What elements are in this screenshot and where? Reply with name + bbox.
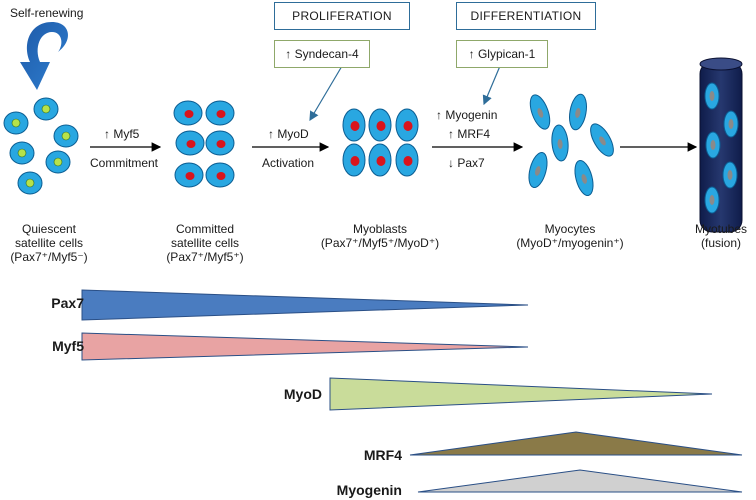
stage-subtitle: satellite cells: [14, 236, 84, 250]
stage-quiescent-caption: Quiescent satellite cells (Pax7⁺/Myf5⁻): [0, 222, 102, 264]
myotube: [699, 57, 743, 233]
stage-markers: (Pax7⁺/Myf5⁺): [166, 250, 244, 264]
myotube-nucleus: [723, 110, 739, 138]
mrf4-label: MRF4: [363, 447, 402, 463]
myocyte-cell: [590, 123, 614, 157]
mrf4-up-label: ↑ MRF4: [448, 127, 490, 141]
quiescent-cell: [17, 171, 43, 195]
stage-myoblasts-caption: Myoblasts (Pax7⁺/Myf5⁺/MyoD⁺): [310, 222, 450, 250]
quiescent-cell: [3, 111, 29, 135]
pax7-gradient-shape: [81, 289, 529, 321]
committed-cell: [175, 130, 205, 156]
myod-label: MyoD: [283, 386, 322, 402]
stage-myotubes-caption: Myotubes (fusion): [688, 222, 754, 250]
myocyte-cell: [551, 124, 569, 162]
activation-label: Activation: [262, 156, 315, 170]
commitment-label: Commitment: [90, 156, 159, 170]
myogenin-up-label: ↑ Myogenin: [436, 108, 498, 122]
myod-gradient-shape: [329, 377, 713, 411]
quiescent-cell: [45, 150, 71, 174]
myoblast-cell: [368, 143, 392, 177]
self-renewing-arrow-icon: [20, 22, 69, 90]
myotube-nucleus: [705, 131, 721, 159]
myf5-label: Myf5: [52, 338, 84, 354]
myotube-nucleus: [704, 82, 720, 110]
stage-myocytes-caption: Myocytes (MyoD⁺/myogenin⁺): [500, 222, 640, 250]
self-renewing-label: Self-renewing: [10, 6, 84, 20]
committed-cell: [205, 130, 235, 156]
myocyte-cell: [569, 93, 587, 131]
mrf4-gradient-shape: [409, 431, 743, 456]
myocyte-cells: [528, 93, 614, 197]
myf5-gradient-shape: [81, 332, 529, 361]
myotube-nucleus: [722, 161, 738, 189]
myf5-up-label: ↑ Myf5: [104, 127, 140, 141]
syndecan-pointer-arrow: [309, 65, 343, 122]
myocyte-cell: [529, 94, 551, 130]
myoblast-cell: [342, 143, 366, 177]
proliferation-box: PROLIFERATION: [274, 2, 410, 30]
stage-title: Myoblasts: [352, 222, 408, 236]
myoblast-cell: [368, 108, 392, 142]
differentiation-box: DIFFERENTIATION: [456, 2, 596, 30]
glypican-box: ↑ Glypican-1: [456, 40, 548, 68]
myoblast-cell: [395, 143, 419, 177]
stage-markers: (MyoD⁺/myogenin⁺): [516, 236, 624, 250]
myogenin-gradient-shape: [417, 469, 743, 493]
stage-committed-caption: Committed satellite cells (Pax7⁺/Myf5⁺): [150, 222, 260, 264]
stage-markers: (Pax7⁺/Myf5⁺/MyoD⁺): [320, 236, 440, 250]
pax7-down-label: ↓ Pax7: [448, 156, 485, 170]
myocyte-cell: [528, 151, 548, 189]
glypican-pointer-arrow: [482, 65, 501, 106]
committed-cell: [205, 162, 235, 188]
myotube-nucleus: [704, 186, 720, 214]
quiescent-cell: [9, 141, 35, 165]
stage-subtitle: satellite cells: [170, 236, 240, 250]
stage-title: Myocytes: [544, 222, 596, 236]
quiescent-cells: [3, 97, 79, 195]
myocyte-cell: [574, 159, 594, 197]
committed-cell: [174, 162, 204, 188]
quiescent-cell: [33, 97, 59, 121]
pax7-label: Pax7: [51, 295, 84, 311]
stage-markers: (fusion): [700, 236, 741, 250]
myoblast-cell: [342, 108, 366, 142]
committed-cell: [205, 100, 235, 126]
myoblast-cells: [342, 108, 419, 177]
stage-markers: (Pax7⁺/Myf5⁻): [10, 250, 88, 264]
myoblast-cell: [395, 108, 419, 142]
stage-title: Quiescent: [21, 222, 77, 236]
committed-cells: [173, 100, 235, 188]
quiescent-cell: [53, 124, 79, 148]
committed-cell: [173, 100, 203, 126]
stage-title: Myotubes: [694, 222, 748, 236]
syndecan-box: ↑ Syndecan-4: [274, 40, 370, 68]
myod-up-label: ↑ MyoD: [268, 127, 309, 141]
myogenin-label: Myogenin: [336, 482, 402, 498]
stage-title: Committed: [175, 222, 234, 236]
